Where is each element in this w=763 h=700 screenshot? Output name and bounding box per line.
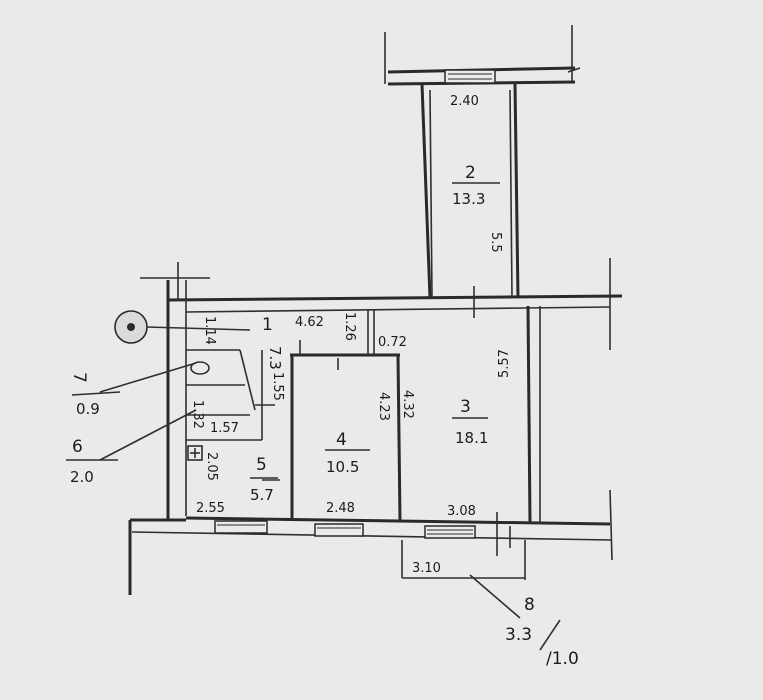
dim-loggia-width: 3.10 <box>412 561 441 576</box>
dimension-labels: 2.40 5.5 4.62 1.14 1.26 0.72 5.57 3.08 4… <box>190 94 512 576</box>
room-6-number: 6 <box>72 437 83 457</box>
room-1-number: 1 <box>262 315 273 335</box>
callout-lines <box>66 362 280 481</box>
room-4-number: 4 <box>336 430 347 450</box>
room-5-area: 5.7 <box>250 486 274 504</box>
dim-room5-width: 2.55 <box>196 501 225 516</box>
dim-room3-width: 3.08 <box>447 504 476 519</box>
dim-balcony-side: 5.5 <box>488 232 503 253</box>
room-3-number: 3 <box>460 397 471 417</box>
dim-bath-1-32: 1.32 <box>190 400 205 429</box>
room-6-label: 6 2.0 <box>70 437 94 486</box>
gas-meter-icon <box>114 310 251 344</box>
room-4-area: 10.5 <box>326 458 359 476</box>
room-8-label: 8 3.3 /1.0 <box>505 595 579 669</box>
dim-bath-1-55: 1.55 <box>270 372 285 401</box>
room-5-number: 5 <box>256 455 267 475</box>
room-5-label: 5 5.7 <box>250 455 278 504</box>
room-6-area: 2.0 <box>70 468 94 486</box>
interior-partitions <box>186 310 402 521</box>
room-2-number: 2 <box>465 163 476 183</box>
room-7-label: 7 0.9 <box>69 372 100 418</box>
room-1-label: 1 7.3 <box>262 315 284 370</box>
room-4-label: 4 10.5 <box>325 430 370 476</box>
room-3-area: 18.1 <box>455 429 488 447</box>
room-2-balcony-walls <box>384 25 611 350</box>
dim-balcony-top-width: 2.40 <box>450 94 479 109</box>
dim-hall-1-14: 1.14 <box>202 316 217 345</box>
room-7-area: 0.9 <box>76 400 100 418</box>
room-8-number: 8 <box>524 595 535 615</box>
room-1-area: 7.3 <box>266 346 284 370</box>
room-8-area: 3.3 <box>505 625 532 645</box>
dim-room5-height: 2.05 <box>204 452 219 481</box>
dim-room3-height: 5.57 <box>497 349 512 378</box>
dim-room3-partition: 4.32 <box>400 390 415 419</box>
dim-hall-1-26: 1.26 <box>342 312 357 341</box>
room-2-label: 2 13.3 <box>452 163 485 208</box>
dim-bath-1-57: 1.57 <box>210 421 239 436</box>
room-3-label: 3 18.1 <box>452 397 488 447</box>
room-2-area: 13.3 <box>452 190 485 208</box>
apartment-outer-walls <box>128 262 623 595</box>
room-8-loggia-walls <box>401 512 561 651</box>
dim-room4-height: 4.23 <box>376 392 391 421</box>
room-8-extra: /1.0 <box>546 649 579 669</box>
room-7-number: 7 <box>69 372 89 383</box>
dim-room4-width: 2.48 <box>326 501 355 516</box>
dim-hall-0-72: 0.72 <box>378 335 407 350</box>
dim-hall-width: 4.62 <box>295 315 324 330</box>
